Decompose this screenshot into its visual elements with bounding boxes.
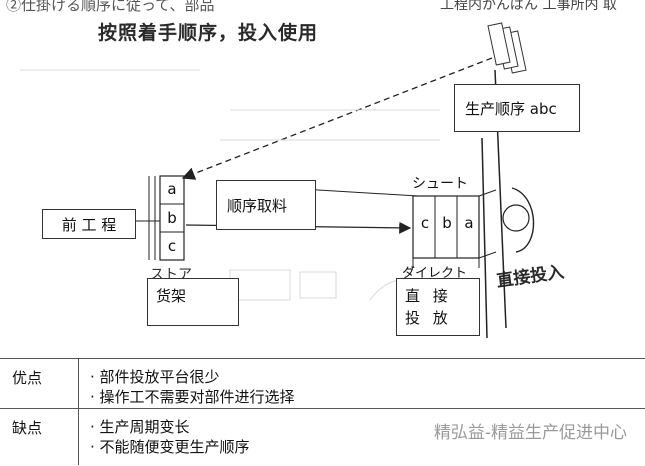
table-row-pros: 优点 · 部件投放平台很少 · 操作工不需要对部件进行选择	[0, 358, 645, 409]
pre-process-label: 前 工 程	[61, 215, 117, 234]
chute-slot-c: c	[420, 214, 430, 232]
pros-item-2: · 操作工不需要对部件进行选择	[90, 388, 295, 406]
chute	[412, 189, 497, 268]
sequence-pick-label: 顺序取料	[227, 196, 288, 215]
direct-place-label: 直 接 投 放	[405, 287, 452, 327]
direct-place-box: 直 接 投 放	[396, 278, 480, 336]
store-slot-b: b	[167, 209, 177, 227]
diagram-lines	[20, 22, 535, 339]
production-order-box: 生产顺序 abc	[454, 84, 580, 132]
pre-process-box: 前 工 程	[42, 209, 136, 239]
chute-slot-a: a	[464, 214, 474, 232]
shelf-box: 货架	[147, 278, 239, 326]
pros-item-1: · 部件投放平台很少	[90, 368, 220, 386]
cons-label: 缺点	[12, 419, 43, 437]
pros-cons-table: 优点 · 部件投放平台很少 · 操作工不需要对部件进行选择 缺点 · 生产周期变…	[0, 358, 645, 465]
table-row-cons: 缺点 · 生产周期变长 · 不能随便变更生产顺序	[0, 408, 645, 466]
cons-item-1: · 生产周期变长	[90, 418, 190, 436]
watermark: 精弘益-精益生产促进中心	[433, 423, 627, 443]
diagram-sketch: ②仕掛ける順序に従って、部品 工程内かんばん 工事所内 取 ストア 按照着手顺序…	[6, 0, 617, 339]
handwritten-note-top: 按照着手顺序，投入使用	[98, 22, 319, 44]
kanban-cards-icon	[487, 22, 527, 74]
background-kanban-label: 工程内かんばん 工事所内 取	[440, 0, 617, 13]
cons-item-2: · 不能随便变更生产顺序	[90, 438, 250, 456]
operator-icon	[502, 187, 535, 253]
pros-label: 优点	[12, 369, 43, 387]
table-divider	[78, 358, 79, 465]
kanban-flow-arrow	[181, 57, 493, 180]
store-slot-a: a	[167, 180, 177, 198]
production-order-label: 生产顺序 abc	[465, 99, 557, 118]
chute-slot-b: b	[442, 214, 452, 232]
store-rack	[148, 175, 185, 261]
store-slot-c: c	[167, 237, 177, 255]
direct-label: ダイレクト	[402, 266, 468, 281]
chute-label: シュート	[412, 176, 468, 192]
shelf-label: 货架	[156, 287, 187, 305]
sequence-pick-box: 顺序取料	[216, 180, 316, 230]
background-top-line: ②仕掛ける順序に従って、部品	[6, 0, 215, 14]
